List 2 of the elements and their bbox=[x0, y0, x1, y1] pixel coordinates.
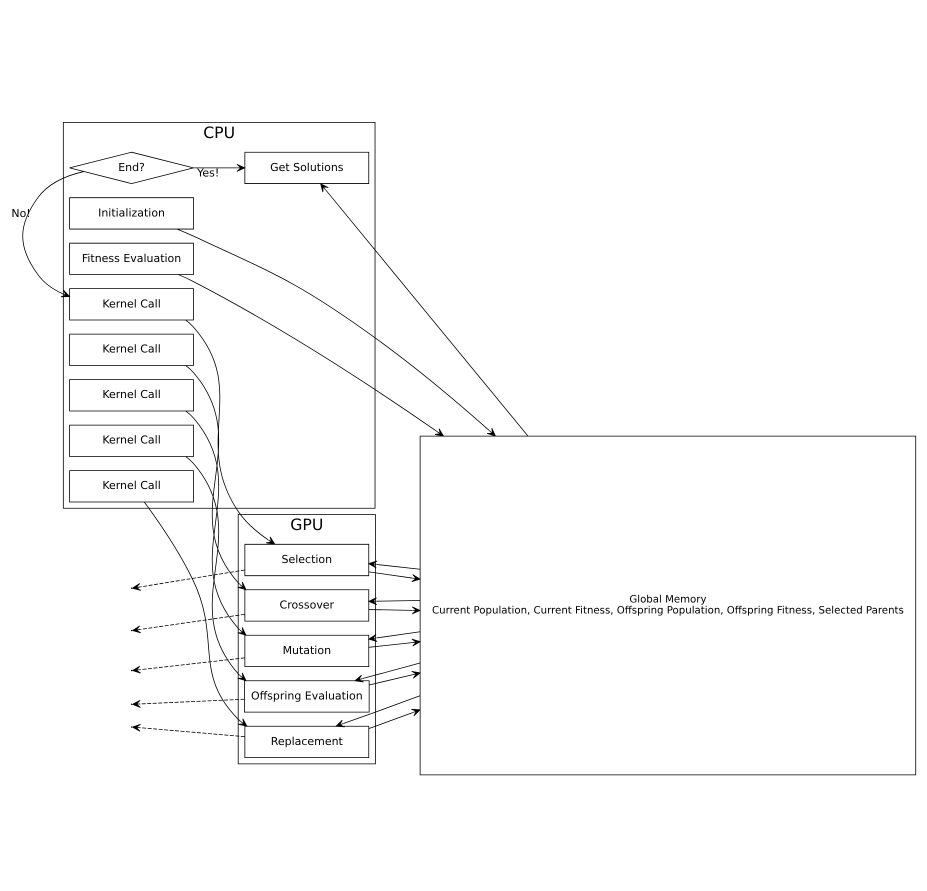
edge-label: Yes! bbox=[197, 166, 220, 180]
edge-label: No! bbox=[11, 207, 31, 220]
